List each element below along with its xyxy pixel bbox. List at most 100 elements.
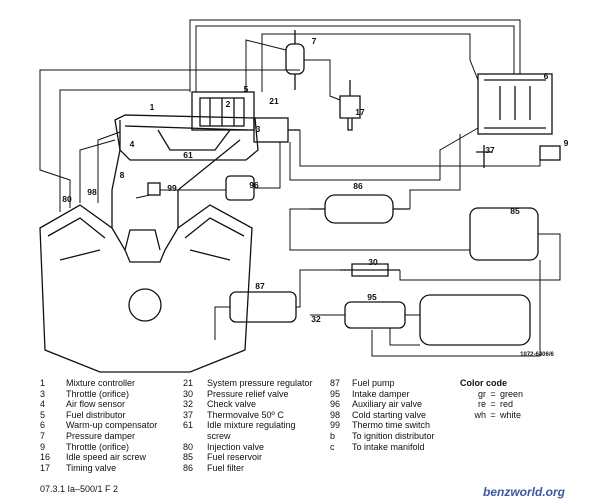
callout-87: 87 bbox=[255, 281, 265, 291]
legend-item-label: System pressure regulator bbox=[207, 378, 313, 388]
legend-item-number: 86 bbox=[183, 462, 194, 473]
legend-item-number: c bbox=[330, 441, 335, 452]
legend-item-number: 9 bbox=[40, 441, 46, 452]
legend-item-number: 37 bbox=[183, 409, 194, 420]
legend-item-number: 21 bbox=[183, 378, 194, 388]
legend-item-number: 30 bbox=[183, 388, 194, 399]
callout-37: 37 bbox=[485, 145, 495, 155]
legend-item-label: Timing valve bbox=[66, 462, 117, 473]
legend-item-number: 5 bbox=[40, 409, 46, 420]
callout-4: 4 bbox=[130, 139, 135, 149]
legend-item-label: Thermovalve 50º C bbox=[207, 409, 284, 420]
legend-item: 32 Check valve bbox=[183, 399, 313, 410]
legend-item-label: Idle speed air screw bbox=[66, 452, 147, 463]
color-code-equals: = bbox=[490, 399, 496, 410]
legend-item-label: Mixture controller bbox=[66, 378, 136, 388]
color-code-abbrev: re bbox=[477, 399, 486, 410]
color-code-equals: = bbox=[490, 388, 496, 399]
legend-item-label: Injection valve bbox=[207, 441, 265, 452]
legend-item: 86 Fuel filter bbox=[183, 463, 313, 474]
callout-21: 21 bbox=[269, 96, 279, 106]
legend-item-label: Fuel pump bbox=[352, 378, 395, 388]
callout-32: 32 bbox=[311, 314, 321, 324]
document-reference: 07.3.1 Ia–500/1 F 2 bbox=[40, 484, 119, 494]
legend-item-label: To intake manifold bbox=[352, 441, 425, 452]
watermark: benzworld.org bbox=[483, 485, 565, 499]
callout-86: 86 bbox=[353, 181, 363, 191]
color-code-title: Color code bbox=[460, 378, 508, 388]
color-code-row: wh = white bbox=[460, 410, 523, 421]
callout-1: 1 bbox=[150, 102, 155, 112]
callout-61: 61 bbox=[183, 150, 193, 160]
legend-item-label: Check valve bbox=[207, 399, 257, 410]
legend-item: 7 Pressure damper bbox=[40, 431, 157, 442]
legend-item-label: Idle mixture regulating bbox=[207, 420, 296, 431]
callout-7: 7 bbox=[312, 36, 317, 46]
legend-item-number bbox=[183, 431, 207, 442]
legend-item: 16 Idle speed air screw bbox=[40, 452, 157, 463]
legend-item-label: Pressure relief valve bbox=[207, 388, 289, 399]
legend-item-number: 32 bbox=[183, 399, 194, 410]
legend-item-number: 17 bbox=[40, 462, 51, 473]
callout-99: 99 bbox=[167, 183, 177, 193]
legend-item: 99 Thermo time switch bbox=[330, 420, 435, 431]
legend-item-number: 85 bbox=[183, 452, 194, 463]
callout-30: 30 bbox=[368, 257, 378, 267]
color-code-abbrev: wh bbox=[474, 409, 486, 420]
legend-item: 4 Air flow sensor bbox=[40, 399, 157, 410]
legend-item-label: Air flow sensor bbox=[66, 399, 126, 410]
legend-item-number: b bbox=[330, 430, 336, 441]
legend-item-label: Intake damper bbox=[352, 388, 410, 399]
legend-item: 1 Mixture controller bbox=[40, 378, 157, 389]
legend-item: 17 Timing valve bbox=[40, 463, 157, 474]
color-code-row: re=red bbox=[460, 399, 523, 410]
callout-5: 5 bbox=[244, 84, 249, 94]
legend-item-number: 7 bbox=[40, 430, 46, 441]
legend-item-label: Pressure damper bbox=[66, 430, 136, 441]
callout-96: 96 bbox=[249, 180, 259, 190]
legend-column-2: 21 System pressure regulator 30 Pressure re… bbox=[183, 378, 313, 473]
legend-item-label: To ignition distributor bbox=[352, 430, 435, 441]
legend-item-label: Fuel filter bbox=[207, 462, 245, 473]
callout-2: 2 bbox=[226, 99, 231, 109]
legend-item: 37 Thermovalve 50º C bbox=[183, 410, 313, 421]
legend-item-number: 99 bbox=[330, 420, 341, 431]
drawing-code: 1072-6406/6 bbox=[520, 352, 554, 358]
color-code-equals: = bbox=[490, 409, 496, 420]
color-code-abbrev: gr bbox=[477, 388, 486, 399]
callout-6: 6 bbox=[544, 71, 549, 81]
color-code-name: green bbox=[500, 388, 524, 399]
legend-item: 30 Pressure relief valve bbox=[183, 389, 313, 400]
legend-item-label: Throttle (orifice) bbox=[66, 441, 130, 452]
legend-item: 21 System pressure regulator bbox=[183, 378, 313, 389]
legend-item-number: 87 bbox=[330, 378, 341, 388]
legend-item-number: 6 bbox=[40, 420, 46, 431]
legend-item-number: 96 bbox=[330, 399, 341, 410]
legend-item: c To intake manifold bbox=[330, 442, 435, 453]
legend-item-label: Auxiliary air valve bbox=[352, 399, 423, 410]
legend-item: 61 Idle mixture regulating bbox=[183, 420, 313, 431]
callout-9: 9 bbox=[564, 138, 569, 148]
callout-95: 95 bbox=[367, 292, 377, 302]
legend-item-number: 4 bbox=[40, 399, 46, 410]
legend-item-label: Thermo time switch bbox=[352, 420, 431, 431]
legend-item-number: 98 bbox=[330, 409, 341, 420]
legend-item: b To ignition distributor bbox=[330, 431, 435, 442]
legend-item: 87 Fuel pump bbox=[330, 378, 435, 389]
legend-item: screw bbox=[183, 431, 313, 442]
legend-item-number: 16 bbox=[40, 452, 51, 463]
color-code-name: white bbox=[500, 409, 522, 420]
legend-item-number: 1 bbox=[40, 378, 46, 388]
legend-item-number: 61 bbox=[183, 420, 194, 431]
callout-80: 80 bbox=[62, 194, 72, 204]
